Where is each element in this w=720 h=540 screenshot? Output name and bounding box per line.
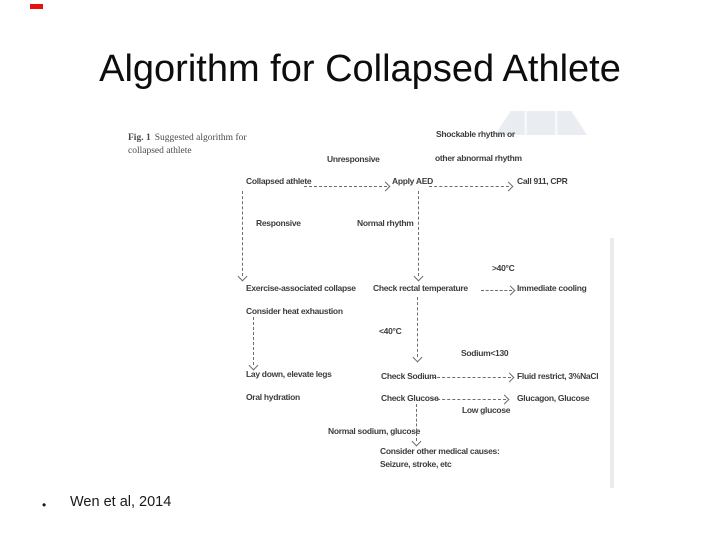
label-shockable-line2: other abnormal rhythm [435, 153, 522, 163]
connector-sodium-to-fluid [432, 377, 511, 378]
node-heat-exhaustion: Consider heat exhaustion [246, 306, 343, 316]
arrowhead-right-icon [499, 394, 510, 405]
label-lt40: <40°C [379, 326, 402, 336]
arrowhead-right-icon [504, 372, 515, 383]
node-call-911-cpr: Call 911, CPR [517, 176, 568, 186]
connector-collapsed-to-aed [304, 186, 387, 187]
node-other-causes-line2: Seizure, stroke, etc [380, 459, 452, 469]
connector-normal-rhythm-down [418, 191, 419, 276]
node-lay-down: Lay down, elevate legs [246, 369, 332, 379]
arrowhead-right-icon [505, 285, 516, 296]
connector-normal-down [416, 404, 417, 441]
label-normal-rhythm: Normal rhythm [357, 218, 414, 228]
connector-glucose-to-glucagon [432, 399, 506, 400]
bullet-glyph: • [42, 498, 47, 512]
figure-caption-label: Fig. 1 [128, 133, 151, 143]
label-gt40: >40°C [492, 263, 515, 273]
figure-caption-line2: collapsed athlete [128, 146, 192, 156]
node-check-glucose: Check Glucose [381, 393, 439, 403]
node-immediate-cooling: Immediate cooling [517, 283, 587, 293]
figure-caption-text: Suggested algorithm for [154, 133, 247, 143]
arrowhead-right-icon [503, 181, 514, 192]
arrowhead-down-icon [237, 271, 248, 282]
citation-text: Wen et al, 2014 [70, 494, 172, 510]
connector-responsive-down [242, 191, 243, 276]
label-responsive: Responsive [256, 218, 301, 228]
slide-title: Algorithm for Collapsed Athlete [99, 48, 621, 90]
arrowhead-down-icon [411, 436, 422, 447]
node-exercise-collapse: Exercise-associated collapse [246, 283, 356, 293]
red-mark [30, 4, 43, 9]
connector-lt40-down [417, 297, 418, 357]
connector-rectal-to-cooling [481, 290, 512, 291]
label-low-glucose: Low glucose [462, 405, 511, 415]
node-oral-hydration: Oral hydration [246, 392, 300, 402]
node-check-sodium: Check Sodium [381, 371, 437, 381]
label-sodium-low: Sodium<130 [461, 348, 509, 358]
scan-edge [610, 238, 614, 488]
node-other-causes-line1: Consider other medical causes: [380, 446, 500, 456]
arrowhead-down-icon [413, 271, 424, 282]
node-check-rectal-temp: Check rectal temperature [373, 283, 468, 293]
connector-heat-to-laydown [253, 317, 254, 365]
connector-aed-to-911 [429, 186, 509, 187]
label-shockable-line1: Shockable rhythm or [436, 129, 515, 139]
node-glucagon-glucose: Glucagon, Glucose [517, 393, 590, 403]
arrowhead-down-icon [412, 352, 423, 363]
node-fluid-restrict: Fluid restrict, 3%NaCl [517, 371, 599, 381]
node-collapsed-athlete: Collapsed athlete [246, 176, 312, 186]
arrowhead-right-icon [380, 181, 391, 192]
node-apply-aed: Apply AED [392, 176, 433, 186]
label-normal-sodium-glucose: Normal sodium, glucose [328, 426, 421, 436]
watermark-logo-icon [495, 111, 587, 135]
label-unresponsive: Unresponsive [327, 154, 380, 164]
